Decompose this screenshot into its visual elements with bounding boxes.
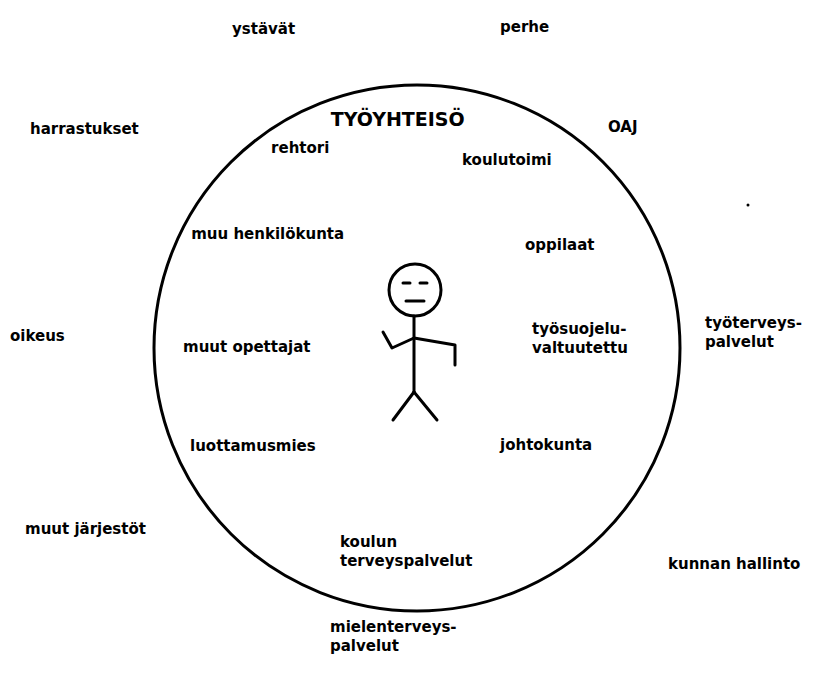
community-member: rehtori — [271, 139, 329, 158]
outside-party: työterveys- palvelut — [705, 314, 802, 352]
outside-party: mielenterveys- palvelut — [330, 618, 457, 656]
community-member: oppilaat — [525, 236, 594, 255]
community-member: työsuojelu- valtuutettu — [532, 320, 628, 358]
community-member: muut opettajat — [183, 338, 311, 357]
community-member: johtokunta — [500, 436, 592, 455]
outside-party: muut järjestöt — [25, 520, 146, 539]
community-member: koulutoimi — [462, 151, 552, 170]
community-circle: TYÖYHTEISÖrehtori koulutoimi muu henkilöku… — [152, 83, 682, 613]
community-member: koulun terveyspalvelut — [340, 533, 472, 571]
community-member: luottamusmies — [190, 437, 316, 456]
outside-party: harrastukset — [30, 120, 139, 139]
outside-party: OAJ — [608, 118, 638, 137]
outside-party: ystävät — [232, 20, 295, 39]
outside-party: perhe — [500, 18, 549, 37]
outside-party: oikeus — [10, 327, 65, 346]
outside-party: kunnan hallinto — [668, 555, 800, 574]
circle-heading: TYÖYHTEISÖ — [331, 108, 465, 131]
community-member: muu henkilökunta — [191, 225, 344, 244]
